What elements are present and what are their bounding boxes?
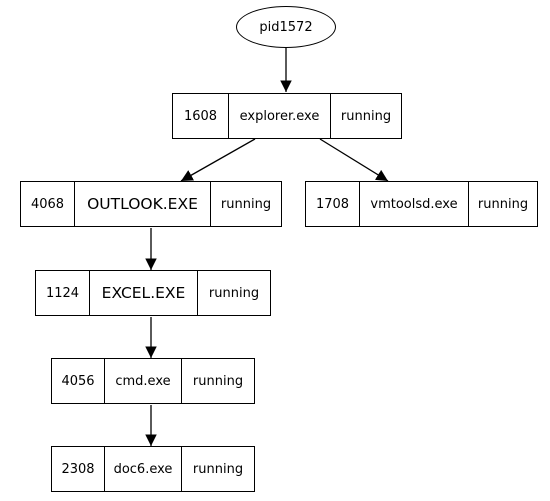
process-node-outlook: 4068 OUTLOOK.EXE running [20, 181, 282, 227]
process-status: running [192, 373, 244, 389]
process-name: vmtoolsd.exe [360, 182, 469, 226]
process-name: explorer.exe [229, 94, 331, 138]
process-node-excel: 1124 EXCEL.EXE running [35, 270, 271, 316]
process-node-doc6: 2308 doc6.exe running [51, 446, 255, 492]
process-name: cmd.exe [105, 359, 182, 403]
process-node-vmtoolsd: 1708 vmtoolsd.exe running [305, 181, 538, 227]
process-pid: 2308 [52, 447, 105, 491]
process-pid: 1608 [173, 94, 229, 138]
process-status: running [192, 461, 244, 477]
process-node-cmd: 4056 cmd.exe running [51, 358, 255, 404]
process-status: running [477, 196, 529, 212]
process-name: doc6.exe [105, 447, 182, 491]
process-pid: 4068 [21, 182, 75, 226]
process-pid: 1708 [306, 182, 360, 226]
root-node-label: pid1572 [259, 19, 313, 35]
process-status: running [208, 285, 260, 301]
process-node-explorer: 1608 explorer.exe running [172, 93, 402, 139]
edge-explorer-to-vmtoolsd [319, 138, 389, 182]
process-pid: 4056 [52, 359, 105, 403]
process-status: running [220, 196, 272, 212]
process-pid: 1124 [36, 271, 90, 315]
process-name: EXCEL.EXE [90, 271, 198, 315]
process-status: running [340, 108, 392, 124]
edge-explorer-to-outlook [180, 138, 256, 182]
process-name: OUTLOOK.EXE [75, 182, 211, 226]
root-node-pid1572: pid1572 [236, 6, 336, 48]
